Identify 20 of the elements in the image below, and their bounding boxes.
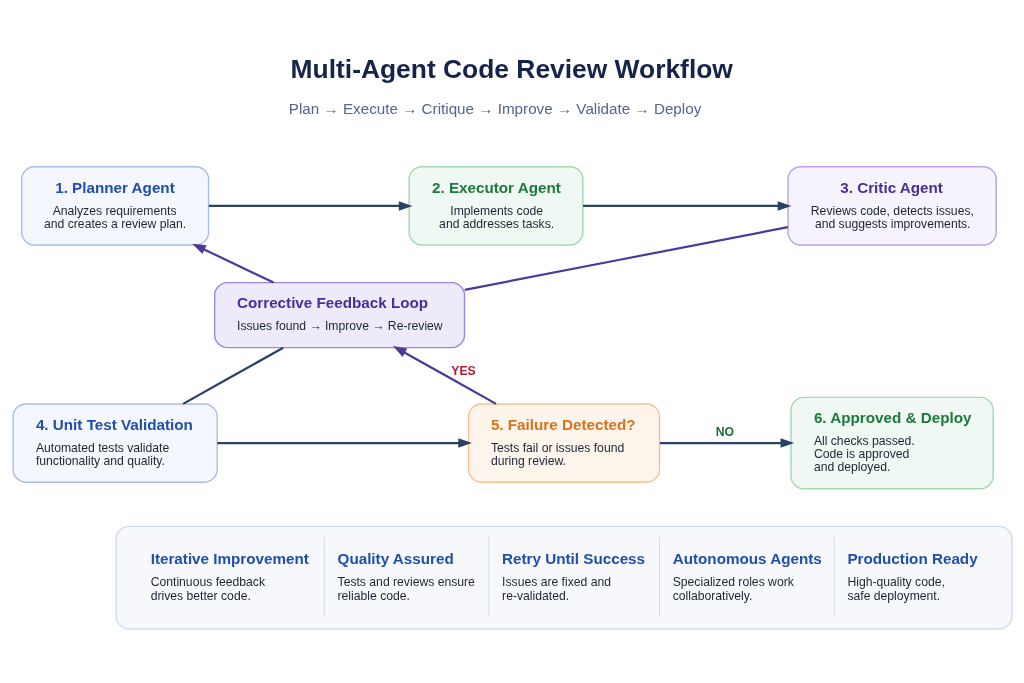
node-box: 4. Unit Test Validation Automated tests validate functionality and quality. [11,403,218,483]
arrow [208,201,412,211]
connector [182,346,284,405]
arrow [659,438,794,448]
arrow [191,243,274,284]
node-box: Iterative Improvement Continuous feedback drives better code. Quality Assured Tests and reviews ensure reliable code. Retry Until Success Issues are fixed and re-validated. Autonomous Agents Specialized roles work collaboratively. Production Ready High-quality code, safe deployment. [114,525,1013,630]
node-box: Corrective Feedback Loop Issues found → Improve → Re-review [213,281,465,349]
node-box: 1. Planner Agent Analyzes requirements and creates a review plan. [20,166,209,246]
arrow [392,346,497,405]
diagram-title: Multi-Agent Code Review Workflow [290,54,733,85]
arrow [216,438,472,448]
arrow [582,201,791,211]
label: Plan → Execute → Critique → Improve → Validate → Deploy [288,100,701,117]
edge-label: NO [715,424,734,439]
connector [463,226,788,291]
node-box: 3. Critic Agent Reviews code, detects issues, and suggests improvements. [786,166,997,246]
node-box: 6. Approved & Deploy All checks passed. Code is approved and deployed. [789,396,994,490]
node-box: 5. Failure Detected? Tests fail or issues found during review. [467,403,660,483]
edge-label: YES [450,363,476,378]
node-box: 2. Executor Agent Implements code and addresses tasks. [407,166,584,246]
